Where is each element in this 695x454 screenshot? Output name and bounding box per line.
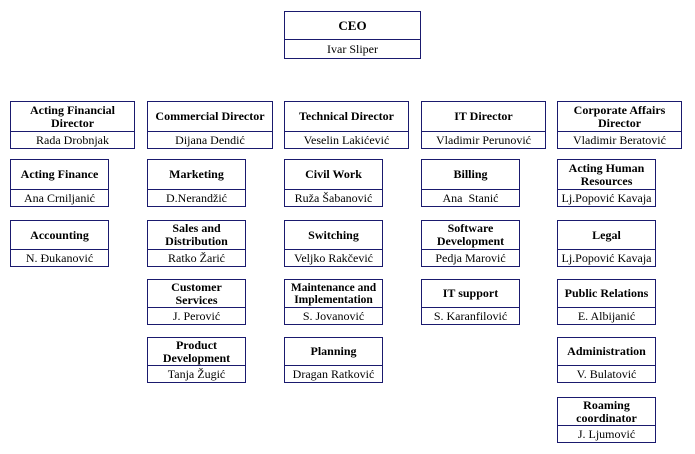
unit-head: Veljko Rakčević	[285, 249, 382, 266]
unit-box-public-relations: Public Relations E. Albijanić	[557, 279, 656, 325]
director-title: Acting Financial Director	[29, 102, 115, 130]
unit-title: Planning	[310, 344, 357, 358]
director-name: Veselin Lakićević	[285, 131, 408, 148]
director-box-finance: Acting Financial Director Rada Drobnjak	[10, 101, 135, 149]
director-name: Vladimir Perunović	[422, 131, 545, 148]
unit-title: Product Development	[162, 338, 231, 365]
unit-box-switching: Switching Veljko Rakčević	[284, 220, 383, 267]
unit-head: N. Đukanović	[11, 249, 108, 266]
director-box-commercial: Commercial Director Dijana Dendić	[147, 101, 273, 149]
unit-title: Switching	[308, 227, 359, 242]
unit-title: Software Development	[436, 221, 505, 248]
unit-box-legal: Legal Lj.Popović Kavaja	[557, 220, 656, 267]
unit-title: Sales and Distribution	[165, 221, 228, 248]
unit-head: Ratko Žarić	[148, 249, 245, 266]
unit-box-planning: Planning Dragan Ratković	[284, 337, 383, 383]
unit-head: V. Bulatović	[558, 365, 655, 382]
unit-head: Tanja Žugić	[148, 365, 245, 382]
unit-box-sales-distribution: Sales and Distribution Ratko Žarić	[147, 220, 246, 267]
unit-title: Accounting	[30, 227, 89, 242]
unit-title: Public Relations	[564, 286, 649, 300]
unit-box-it-support: IT support S. Karanfilović	[421, 279, 520, 325]
director-box-it: IT Director Vladimir Perunović	[421, 101, 546, 149]
unit-box-roaming-coordinator: Roaming coordinator J. Ljumović	[557, 397, 656, 443]
unit-head: Ana Stanić	[422, 189, 519, 206]
unit-title: Administration	[567, 344, 646, 358]
unit-head: E. Albijanić	[558, 307, 655, 324]
unit-box-accounting: Accounting N. Đukanović	[10, 220, 109, 267]
unit-box-maintenance-implementation: Maintenance and Implementation S. Jovano…	[284, 279, 383, 325]
ceo-box: CEO Ivar Sliper	[284, 11, 421, 59]
unit-title: Acting Finance	[20, 167, 99, 181]
unit-box-customer-services: Customer Services J. Perović	[147, 279, 246, 325]
unit-box-human-resources: Acting Human Resources Lj.Popović Kavaja	[557, 159, 656, 207]
unit-head: J. Perović	[148, 307, 245, 324]
unit-box-marketing: Marketing D.Nerandžić	[147, 159, 246, 207]
unit-box-acting-finance: Acting Finance Ana Crniljanić	[10, 159, 109, 207]
unit-box-software-development: Software Development Pedja Marović	[421, 220, 520, 267]
unit-head: Lj.Popović Kavaja	[558, 189, 655, 206]
unit-box-administration: Administration V. Bulatović	[557, 337, 656, 383]
director-box-corporate: Corporate Affairs Director Vladimir Bera…	[557, 101, 682, 149]
unit-head: D.Nerandžić	[148, 189, 245, 206]
unit-head: S. Jovanović	[285, 307, 382, 324]
unit-head: S. Karanfilović	[422, 307, 519, 324]
unit-box-product-development: Product Development Tanja Žugić	[147, 337, 246, 383]
unit-title: Customer Services	[171, 280, 222, 307]
unit-head: Lj.Popović Kavaja	[558, 249, 655, 266]
unit-title: Civil Work	[305, 167, 362, 181]
unit-head: Dragan Ratković	[285, 365, 382, 382]
unit-title: Legal	[592, 227, 621, 242]
unit-title: Maintenance and Implementation	[290, 281, 377, 306]
unit-title: Acting Human Resources	[568, 160, 645, 188]
director-title: Commercial Director	[155, 109, 265, 123]
unit-head: J. Ljumović	[558, 425, 655, 442]
unit-head: Pedja Marović	[422, 249, 519, 266]
director-name: Vladimir Beratović	[558, 131, 681, 148]
unit-title: Marketing	[169, 167, 224, 181]
unit-head: Ana Crniljanić	[11, 189, 108, 206]
director-name: Dijana Dendić	[148, 131, 272, 148]
unit-box-billing: Billing Ana Stanić	[421, 159, 520, 207]
unit-title: Roaming coordinator	[576, 398, 637, 425]
director-box-technical: Technical Director Veselin Lakićević	[284, 101, 409, 149]
director-title: IT Director	[454, 109, 513, 123]
unit-title: IT support	[442, 286, 499, 300]
unit-box-civil-work: Civil Work Ruža Šabanović	[284, 159, 383, 207]
unit-head: Ruža Šabanović	[285, 189, 382, 206]
ceo-title: CEO	[338, 18, 367, 33]
ceo-name: Ivar Sliper	[285, 39, 420, 58]
director-title: Technical Director	[299, 109, 394, 123]
director-name: Rada Drobnjak	[11, 131, 134, 148]
director-title: Corporate Affairs Director	[573, 102, 666, 130]
unit-title: Billing	[453, 167, 488, 181]
